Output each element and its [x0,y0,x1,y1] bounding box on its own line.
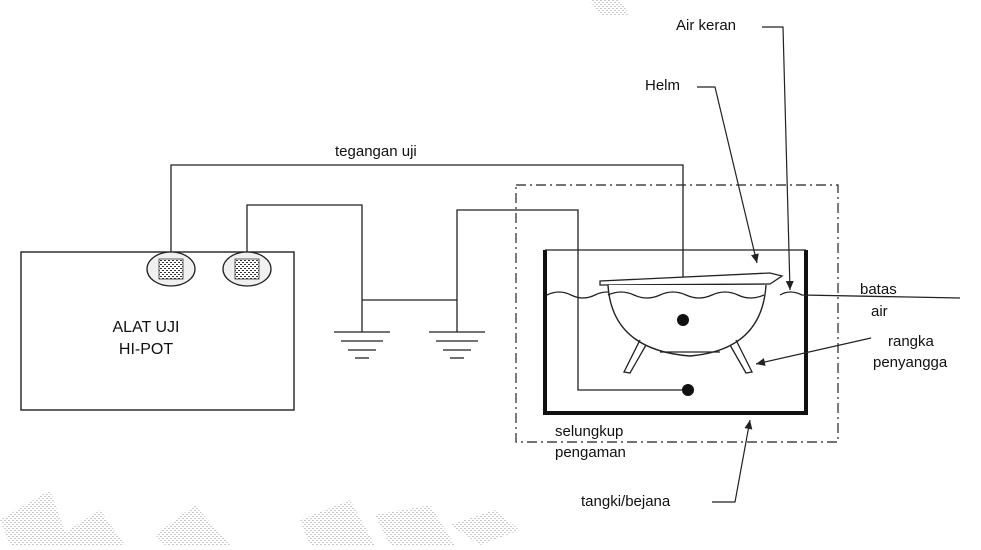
helmet-inner-water [607,291,765,299]
helmet-arrow [697,86,759,264]
helmet-brim [599,272,784,286]
test-voltage-wire [170,164,684,320]
ground-wire-device [246,204,363,332]
high-voltage-terminal [146,251,196,287]
safety-enclosure [515,184,839,443]
tap-water-arrow [762,26,794,291]
water-limit-label-line1: batas [860,281,897,298]
helmet-label: Helm [645,77,680,94]
ground-symbol-right [429,331,485,359]
tank-electrode [682,384,694,396]
tap-water-label: Air keran [676,17,736,34]
support-frame-arrow [755,337,872,366]
tank-label: tangki/bejana [581,493,671,510]
ground-terminal [222,251,272,287]
support-frame [623,339,753,374]
helmet [599,272,784,357]
watermark-texture [0,0,630,545]
enclosure-label-line2: pengaman [555,444,626,461]
tank-walls [543,250,808,415]
enclosure-label-line1: selungkup [555,423,623,440]
device-label-line2: HI-POT [119,341,173,358]
water-limit-label-line2: air [871,303,888,320]
ground-symbol-left [334,331,390,359]
support-frame-label-line2: penyangga [873,354,948,371]
ground-wire-tank [456,209,688,391]
device-label-line1: ALAT UJI [113,319,180,336]
support-frame-label-line1: rangka [888,333,935,350]
water-surface [546,291,961,299]
test-voltage-label: tegangan uji [335,143,417,160]
tank-arrow [712,419,753,503]
helmet-electrode [677,314,689,326]
